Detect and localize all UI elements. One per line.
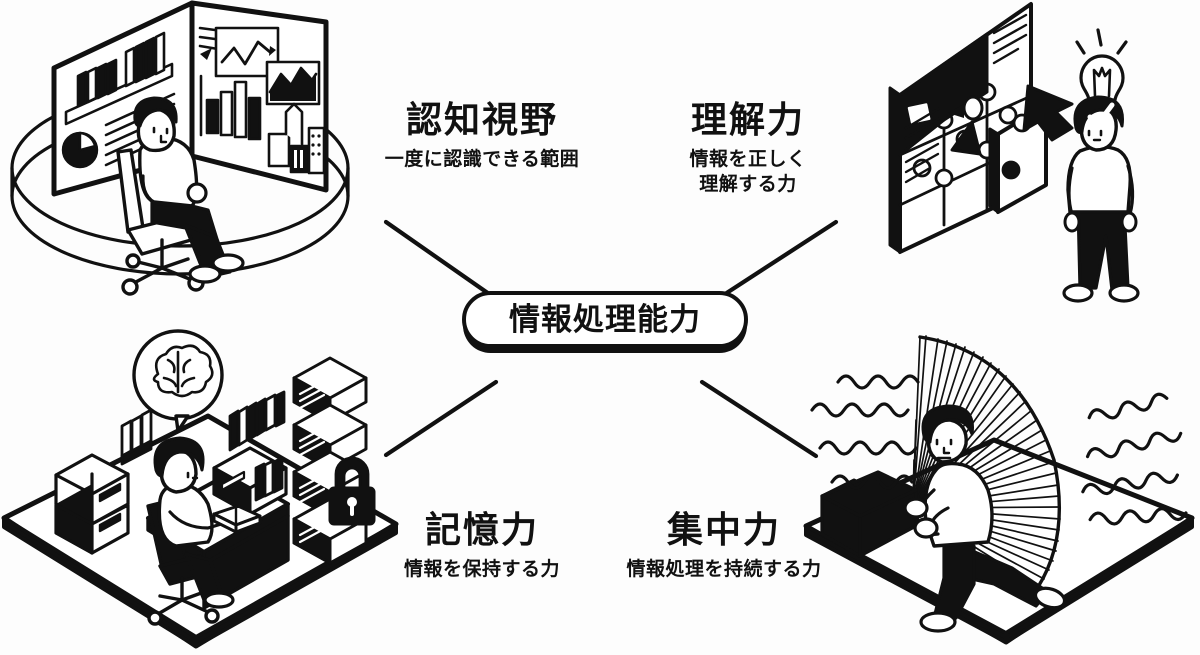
label-block-cognitive-field: 認知視野 一度に認識できる範囲 <box>372 100 592 172</box>
connector-center-to-concentration <box>699 379 819 459</box>
filing-cabinet-icon <box>54 453 130 555</box>
label-subtitle-memory: 情報を保持する力 <box>403 558 560 580</box>
books-stack-left-icon <box>120 408 153 466</box>
line-chart-icon <box>200 26 280 78</box>
label-block-concentration: 集中力 情報処理を持続する力 <box>608 510 840 582</box>
person-at-desk-icon <box>146 436 262 626</box>
distraction-waves-left-icon <box>810 374 920 490</box>
bookshelf-icon <box>64 31 174 126</box>
label-title-cognitive-field: 認知視野 <box>405 99 558 140</box>
label-title-concentration: 集中力 <box>666 509 781 550</box>
puzzle-piece-detached-icon <box>988 103 1048 214</box>
label-block-comprehension: 理解力 情報を正しく 理解する力 <box>660 100 836 198</box>
person-kneeling-icon <box>903 404 1067 633</box>
label-subtitle-comprehension-line2: 理解する力 <box>699 174 797 196</box>
bar-chart-icon <box>199 74 262 141</box>
brain-icon <box>152 344 214 398</box>
focus-beam-outline <box>918 335 1062 589</box>
illustration-comprehension <box>888 2 1140 303</box>
archive-boxes-icon <box>292 356 368 565</box>
person-seated-icon <box>133 96 245 284</box>
open-book-icon <box>212 504 262 534</box>
illustration-memory <box>1 329 399 649</box>
padlock-icon <box>328 456 376 526</box>
pie-chart-icon <box>61 131 99 169</box>
label-subtitle-concentration: 情報処理を持続する力 <box>626 558 822 580</box>
label-subtitle-cognitive-field: 一度に認識できる範囲 <box>384 148 580 170</box>
cityscape-icon <box>267 102 326 175</box>
connector-center-to-comprehension <box>719 219 839 299</box>
label-subtitle-comprehension-line1: 情報を正しく <box>689 148 807 170</box>
distraction-waves-right-icon <box>1081 392 1188 526</box>
brain-thought-bubble-icon <box>132 329 224 433</box>
arrow-right-icon <box>1022 84 1074 142</box>
label-block-memory: 記憶力 情報を保持する力 <box>392 510 572 582</box>
area-chart-icon <box>265 60 321 106</box>
laptop-icon <box>820 470 918 558</box>
illustration-cognitive-field <box>10 0 350 296</box>
shelf-with-books-icon <box>212 390 288 516</box>
connector-center-to-cognitive-field <box>383 219 495 299</box>
label-title-memory: 記憶力 <box>424 509 539 550</box>
center-node-information-processing-ability[interactable]: 情報処理能力 <box>462 291 748 348</box>
center-node-label: 情報処理能力 <box>509 302 701 337</box>
connector-center-to-memory <box>383 379 499 458</box>
person-standing-icon <box>1062 95 1140 303</box>
illustration-concentration <box>803 335 1195 645</box>
label-title-comprehension: 理解力 <box>690 99 805 140</box>
